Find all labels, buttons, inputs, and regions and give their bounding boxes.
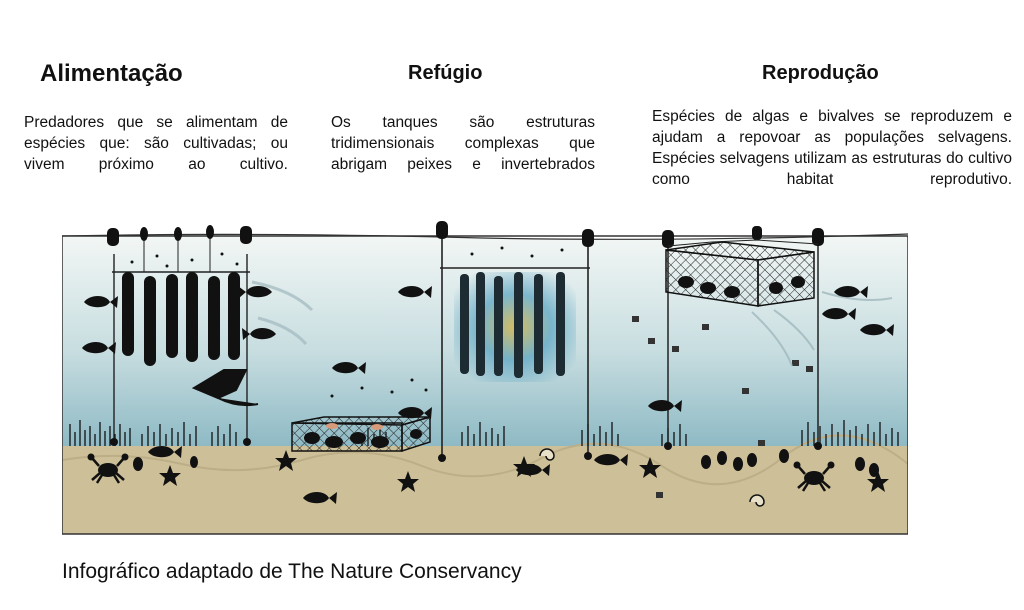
- seabed: [62, 446, 908, 534]
- source-caption: Infográfico adaptado de The Nature Conse…: [62, 560, 522, 583]
- mussel-line-icon: [122, 272, 240, 366]
- text-reproducao: Espécies de algas e bivalves se reproduz…: [652, 108, 1012, 188]
- mussel-line-icon: [460, 272, 565, 378]
- snail-icon: [539, 448, 555, 461]
- heading-reproducao: Reprodução: [762, 62, 879, 84]
- text-refugio: Os tanques são estruturas tridimensionai…: [331, 114, 595, 173]
- mussel-longline-left: [107, 225, 252, 446]
- heading-alimentacao: Alimentação: [40, 60, 183, 87]
- mussel-rope-refuge: [436, 221, 594, 462]
- heading-refugio: Refúgio: [408, 62, 483, 84]
- suspended-cage: [662, 226, 824, 450]
- text-alimentacao: Predadores que se alimentam de espécies …: [24, 114, 288, 173]
- buoy-icon: [436, 221, 594, 247]
- ray-icon: [191, 369, 259, 407]
- snail-icon: [749, 494, 765, 507]
- water-surface-line: [62, 233, 908, 240]
- aquaculture-scene: [62, 221, 908, 535]
- buoy-icon: [107, 225, 252, 246]
- buoy-icon: [662, 226, 824, 248]
- cage-icon: [291, 416, 431, 453]
